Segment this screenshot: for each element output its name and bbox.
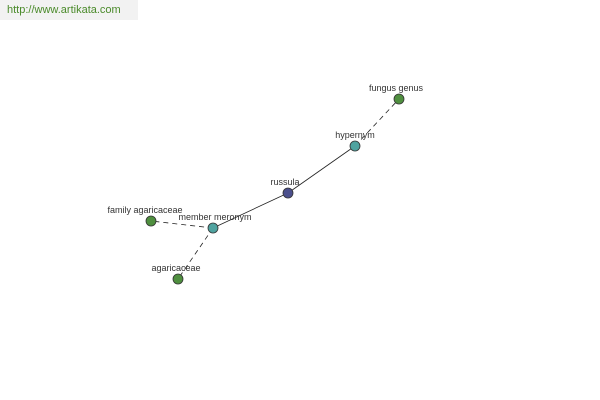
node-member-meronym[interactable]: member meronym	[178, 212, 252, 234]
node-label-russula[interactable]: russula	[270, 177, 299, 187]
node-fungus-genus[interactable]: fungus genus	[369, 83, 424, 105]
node-marker-agaricaceae[interactable]	[172, 273, 184, 285]
node-marker-family-agaricaceae[interactable]	[145, 215, 157, 227]
node-agaricaceae[interactable]: agaricaceae	[151, 263, 201, 285]
node-label-agaricaceae[interactable]: agaricaceae	[151, 263, 200, 273]
site-watermark[interactable]: http://www.artikata.com	[0, 0, 138, 20]
edge-member-meronym-to-family-agaricaceae	[150, 220, 214, 229]
node-label-family-agaricaceae[interactable]: family agaricaceae	[107, 205, 182, 215]
edge-russula-to-member-meronym	[212, 192, 289, 229]
node-russula[interactable]: russula	[270, 177, 300, 199]
nodes-layer: russula hypernym member meronym fungus genu…	[107, 83, 424, 285]
node-marker-russula[interactable]	[282, 187, 294, 199]
node-label-member-meronym[interactable]: member meronym	[178, 212, 251, 222]
node-marker-fungus-genus[interactable]	[393, 93, 405, 105]
node-label-fungus-genus[interactable]: fungus genus	[369, 83, 424, 93]
node-marker-member-meronym[interactable]	[207, 222, 219, 234]
node-hypernym[interactable]: hypernym	[335, 130, 375, 152]
node-label-hypernym[interactable]: hypernym	[335, 130, 375, 140]
node-family-agaricaceae[interactable]: family agaricaceae	[107, 205, 183, 227]
node-marker-hypernym[interactable]	[349, 140, 361, 152]
edge-russula-to-hypernym	[287, 145, 356, 194]
edge-hypernym-to-fungus-genus	[354, 98, 400, 147]
edges-layer	[150, 98, 400, 280]
edge-member-meronym-to-agaricaceae	[177, 227, 214, 280]
